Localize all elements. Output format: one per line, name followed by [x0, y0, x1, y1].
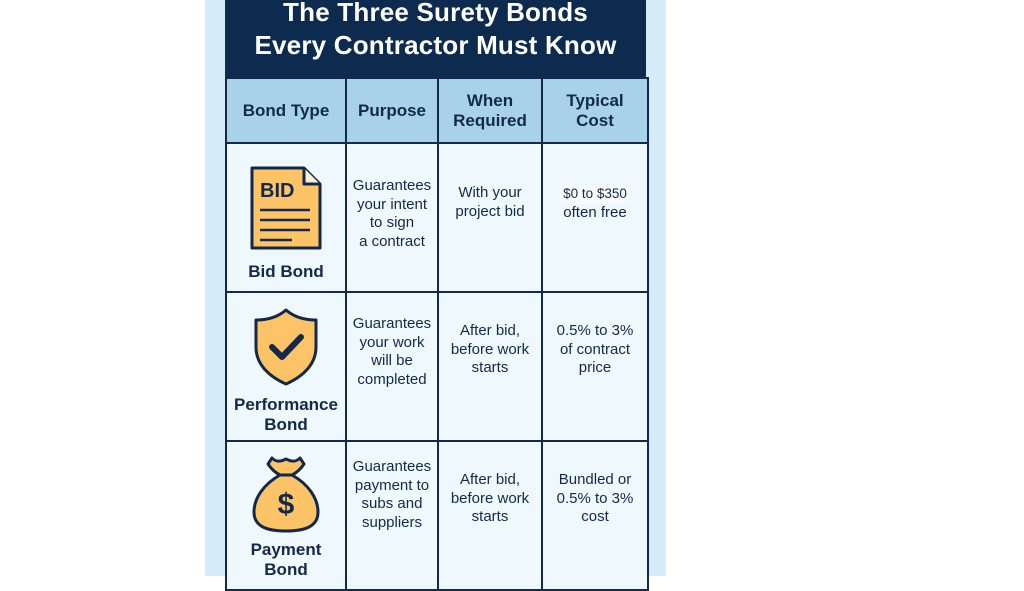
purpose-text: completed	[357, 370, 427, 388]
title-line-1: The Three Surety Bonds	[283, 0, 588, 27]
table-row: $ Payment Bond Guarantees payment to sub…	[225, 440, 649, 591]
bond-type-cell: BID Bid Bond	[225, 142, 347, 293]
purpose-cell: Guarantees your intent to sign a contrac…	[345, 142, 439, 293]
cost-text: of contract	[559, 340, 631, 358]
purpose-text: your work	[359, 333, 425, 351]
when-text: After bid,	[459, 471, 521, 488]
typical-cost-cell: 0.5% to 3% of contract price	[541, 291, 649, 442]
cost-text: cost	[581, 508, 609, 525]
when-text: starts	[471, 359, 509, 376]
purpose-cell: Guarantees your work will be completed	[345, 291, 439, 442]
title-line-2: Every Contractor Must Know	[254, 30, 617, 60]
purpose-text: Guarantees	[352, 458, 432, 475]
svg-text:$: $	[278, 488, 295, 521]
when-text: With your	[458, 184, 522, 201]
when-text: starts	[471, 508, 509, 525]
bond-name: Bond	[264, 415, 308, 434]
header-label: Required	[453, 110, 527, 130]
document-bid-icon: BID	[250, 166, 322, 250]
when-required-cell: With your project bid	[437, 142, 543, 293]
purpose-cell: Guarantees payment to subs and suppliers	[345, 440, 439, 591]
shield-check-icon	[254, 308, 318, 386]
purpose-text: suppliers	[361, 513, 423, 531]
purpose-text: subs and	[361, 495, 423, 512]
bond-name: Bid Bond	[248, 262, 324, 281]
surety-bonds-table: Bond Type Purpose When Required Typical …	[225, 77, 649, 591]
cost-text: often free	[563, 203, 627, 221]
purpose-text: Guarantees	[352, 315, 432, 332]
cost-text: Bundled or	[558, 471, 632, 488]
bond-name: Performance	[234, 395, 338, 414]
bond-type-cell: $ Payment Bond	[225, 440, 347, 591]
when-text: before work	[450, 489, 530, 507]
svg-text:BID: BID	[260, 180, 294, 202]
purpose-text: a contract	[359, 232, 425, 250]
header-label: When	[466, 90, 514, 110]
when-text: After bid,	[459, 322, 521, 339]
when-text: before work	[450, 340, 530, 358]
when-required-cell: After bid, before work starts	[437, 440, 543, 591]
header-label: Purpose	[357, 100, 427, 120]
header-label: Typical	[566, 90, 624, 110]
table-header-row: Bond Type Purpose When Required Typical …	[225, 77, 649, 144]
cost-text: 0.5% to 3%	[556, 322, 634, 339]
cost-text: 0.5% to 3%	[556, 489, 634, 507]
money-bag-icon: $	[252, 456, 320, 533]
when-required-cell: After bid, before work starts	[437, 291, 543, 442]
typical-cost-cell: $0 to $350 often free	[541, 142, 649, 293]
cost-text: price	[578, 359, 612, 376]
header-typical-cost: Typical Cost	[541, 77, 649, 144]
typical-cost-cell: Bundled or 0.5% to 3% cost	[541, 440, 649, 591]
purpose-text: to sign	[369, 214, 415, 231]
header-label: Bond Type	[242, 100, 330, 120]
when-text: project bid	[455, 202, 525, 220]
header-label: Cost	[576, 110, 614, 130]
page-title: The Three Surety Bonds Every Contractor …	[225, 0, 646, 77]
bond-name: Bond	[264, 560, 308, 579]
bond-name: Payment	[250, 540, 322, 559]
table-row: BID Bid Bond Guarantees your intent to s…	[225, 142, 649, 293]
purpose-text: payment to	[354, 476, 430, 494]
purpose-text: will be	[371, 352, 413, 369]
header-bond-type: Bond Type	[225, 77, 347, 144]
bond-type-cell: Performance Bond	[225, 291, 347, 442]
header-when-required: When Required	[437, 77, 543, 144]
purpose-text: Guarantees	[352, 177, 432, 194]
table-row: Performance Bond Guarantees your work wi…	[225, 291, 649, 442]
cost-highlight: $0 to $350	[559, 185, 631, 204]
purpose-text: your intent	[356, 195, 428, 213]
header-purpose: Purpose	[345, 77, 439, 144]
